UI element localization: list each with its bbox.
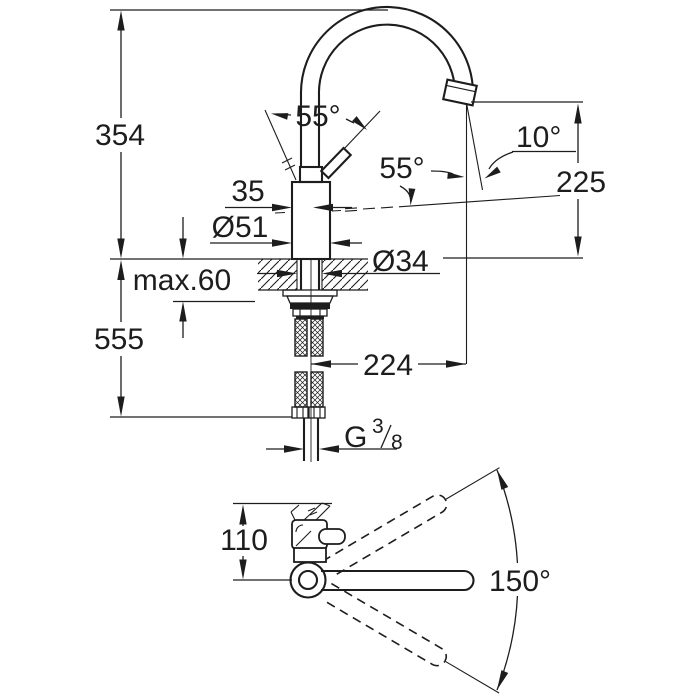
- angle-10: 10°: [482, 121, 576, 182]
- top-view-body: [290, 502, 346, 563]
- dimension-224: 224: [311, 349, 466, 382]
- top-view-handle-end: [318, 528, 346, 545]
- connection-tube: [302, 418, 320, 461]
- spout-position-up: [322, 467, 500, 578]
- dimension-max60: max.60: [133, 217, 255, 338]
- handle-axis-line: [274, 194, 561, 214]
- thread-prefix: G: [344, 421, 367, 454]
- thread-numerator: 3: [372, 415, 384, 438]
- thread-denominator: 8: [391, 431, 403, 454]
- faucet-front-view: [110, 5, 561, 462]
- hose-fittings: [291, 406, 326, 419]
- stream-lines: [465, 102, 484, 364]
- dimension-g38: G 3 8: [266, 415, 403, 454]
- swivel-base-outer: [289, 561, 327, 599]
- handle-swing-line: [264, 109, 297, 181]
- dim-base-depth: 110: [220, 524, 268, 557]
- dimension-354: 354: [95, 9, 388, 259]
- dim-spout-reach: 224: [363, 349, 413, 382]
- swivel-base-inner: [297, 569, 319, 591]
- dim-max-thickness: max.60: [133, 264, 231, 297]
- aerator: [442, 78, 478, 107]
- faucet-top-view: 110 150°: [220, 467, 559, 694]
- dim-center-to-front: 35: [231, 175, 264, 208]
- spout-position-down: [321, 582, 500, 694]
- dimension-35: 35: [225, 175, 352, 212]
- dimension-225: 225: [443, 101, 606, 259]
- faucet-neck: [298, 165, 324, 184]
- angle-55-left: 55°: [270, 100, 370, 133]
- dimension-51: Ø51: [210, 211, 362, 247]
- dim-handle-angle-left: 55°: [295, 100, 340, 133]
- angle-55-right: 55°: [379, 152, 465, 206]
- dim-handle-angle-right: 55°: [379, 152, 424, 185]
- dim-swivel-range: 150°: [489, 565, 551, 598]
- dim-total-height: 354: [95, 119, 145, 152]
- fraction-slash: [380, 424, 392, 449]
- dimension-555: 555: [94, 260, 292, 418]
- dim-outlet-height: 225: [556, 166, 606, 199]
- spout-top-view: [321, 569, 475, 592]
- dimension-150: 150°: [485, 468, 559, 692]
- dim-body-diameter: Ø51: [212, 211, 269, 244]
- spout-arc: [299, 5, 478, 107]
- dim-hose-length: 555: [94, 323, 144, 356]
- mounting-hardware: [282, 289, 338, 319]
- dimension-34: Ø34: [257, 245, 440, 278]
- supply-hoses: [291, 318, 326, 461]
- lever-handle: [319, 110, 381, 180]
- faucet-body: [290, 180, 332, 261]
- dim-stream-angle: 10°: [516, 121, 561, 154]
- dimension-110: 110: [220, 502, 332, 581]
- dim-hole-diameter: Ø34: [372, 245, 429, 278]
